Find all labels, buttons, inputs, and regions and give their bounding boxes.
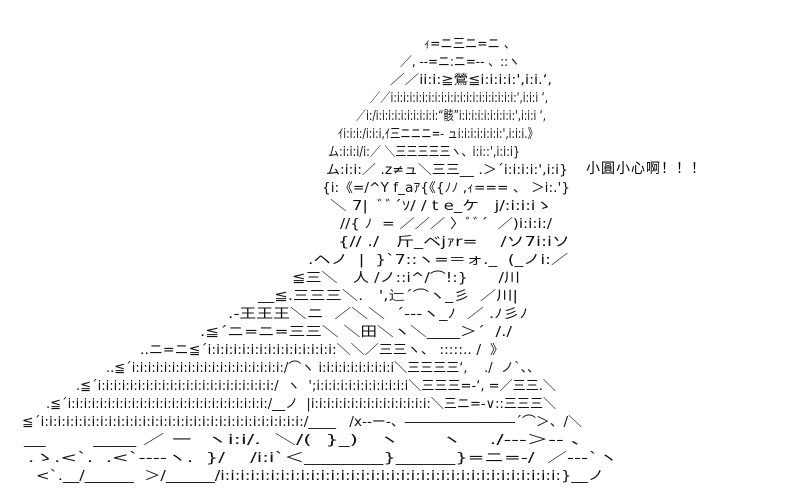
art-line: .≦´i:i:i:i:i:i:i:i:i:i:i:i:i:i:i:i:i:i:i… <box>76 379 556 394</box>
art-line: ≦三＼ 人 /ノ::i^/⌒!:} /川 <box>292 271 520 286</box>
art-line: .ゝ.<`. .<`‐‐‐‐ヽ. }/ /i:i`＜________}_____… <box>28 451 618 466</box>
art-line: ＼ 7| ﾞﾞ´ｿ/ / t e_ケ j/:i:i:iゝ <box>330 199 552 214</box>
art-line: <`.__/______ ＞/______/i:i:i:i:i:i:i:i:i:… <box>36 469 604 484</box>
art-line: //{ ﾉ = ／／／ 〉ﾞﾞ´ ／)i:i:i:/ <box>340 217 553 232</box>
art-line: ..≦´i:i:i:i:i:i:i:i:i:i:i:i:i:i:i:i:i:i:… <box>106 361 540 376</box>
art-line: ／／ii:i:≧鶯≦i:i:i:i:',i:i.‘, <box>390 73 552 88</box>
art-line: ｲi:i:i:/i:i:i,ｲ三ニニニ=‐ ュi:i:i:i:i:i:i:',i… <box>338 127 538 142</box>
art-line: ／, -‐=ニ:ニ=-‐ 、::ヽ <box>400 55 520 70</box>
art-line: {i:《=/^Y f_aｱ{《{ﾉﾉ ,ｨ=== 、 ＞i:.'} <box>322 181 570 196</box>
art-line: ム:i:i:i/i:／ ＼三三三三三ヽ、i:i::',i:i:i} <box>328 145 520 160</box>
art-line: ム:i:i:／ .z≠ュ＼三三__ .＞´i:i:i:i:',i:i} <box>326 163 568 178</box>
art-line: __≦.三三三＼. ',辷´⌒ヽ_彡 ／川| <box>257 289 518 304</box>
art-line: ≦´i:i:i:i:i:i:i:i:i:i:i:i:i:i:i:i:i:i:i:… <box>22 415 582 430</box>
art-line: .≦´ニ=ニ=三三＼ ＼田＼ヽ＼____＞´ /./ <box>200 325 513 340</box>
art-line: __ ____ ／ ー ヽi:i/. ＼/( }_) ヽ ヽ ./‐‐‐＞‐‐ … <box>22 433 592 448</box>
art-line: {// ./ 斤_ベjｧr= /ソ7i:iソ <box>338 235 570 250</box>
art-line: .-王王王＼ニ ／＼＼ ´‐‐‐ヽ_ﾉ ／ .ﾉ彡ﾉ <box>228 307 528 322</box>
art-line: .ヘノ | }`7::ヽ=＝ォ._ (_ノi:／ <box>308 253 568 268</box>
art-line: ／i:/i:i:i:i:i:i:i:i:i:i:“骸”i:i:i:i:i:i:i… <box>356 109 546 124</box>
art-line: ..ニ=ニ≦´i:i:i:i:i:i:i:i:i:i:i:i:i:i:i:＼＼／… <box>140 343 504 358</box>
art-line: ｨ=ニ三ニ=ニ 、 <box>424 37 516 52</box>
speech-text: 小圓小心啊！！！ <box>586 161 706 177</box>
art-line: .≦´i:i:i:i:i:i:i:i:i:i:i:i:i:i:i:i:i:i:i… <box>46 397 556 412</box>
art-line: ／／i:i:i:i:i:i:i:i:i:i:i:i:i:i:i:i:i:i:i:… <box>370 91 548 106</box>
